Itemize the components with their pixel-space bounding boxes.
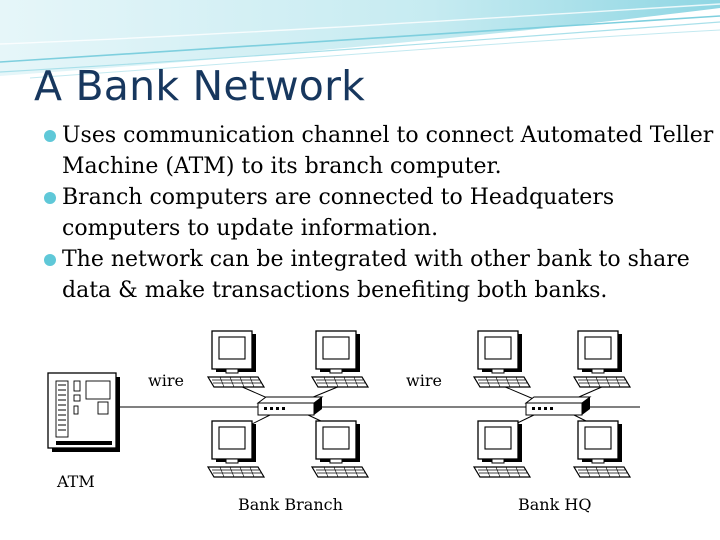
- branch-computer-icon: [207, 330, 265, 388]
- hq-computer-icon: [573, 420, 631, 478]
- bullet-text: The network can be integrated with other…: [62, 247, 690, 303]
- atm-label: ATM: [56, 472, 95, 491]
- network-diagram: wire wire ATM Bank Branch Bank HQ: [47, 330, 640, 514]
- wire-label: wire: [148, 371, 184, 390]
- hq-label: Bank HQ: [518, 495, 591, 514]
- wire-label: wire: [406, 371, 442, 390]
- decorative-banner: [0, 0, 720, 79]
- hq-computer-icon: [473, 420, 531, 478]
- page-title: A Bank Network: [34, 62, 366, 110]
- bullet-dot-icon: [44, 254, 56, 266]
- bullet-text: Branch computers are connected to Headqu…: [62, 185, 615, 241]
- bullet-dot-icon: [44, 130, 56, 142]
- hq-hub-icon: [525, 396, 591, 416]
- bullet-item: The network can be integrated with other…: [44, 244, 714, 306]
- hq-computer-icon: [573, 330, 631, 388]
- branch-computer-icon: [207, 420, 265, 478]
- branch-hub-icon: [257, 396, 323, 416]
- branch-computer-icon: [311, 330, 369, 388]
- branch-label: Bank Branch: [238, 495, 343, 514]
- bullet-dot-icon: [44, 192, 56, 204]
- bullet-text: Uses communication channel to connect Au…: [62, 123, 714, 179]
- bullet-item: Uses communication channel to connect Au…: [44, 120, 714, 182]
- hq-computer-icon: [473, 330, 531, 388]
- atm-machine-icon: [47, 372, 120, 452]
- bullet-list: Uses communication channel to connect Au…: [44, 120, 714, 306]
- branch-computer-icon: [311, 420, 369, 478]
- bullet-item: Branch computers are connected to Headqu…: [44, 182, 714, 244]
